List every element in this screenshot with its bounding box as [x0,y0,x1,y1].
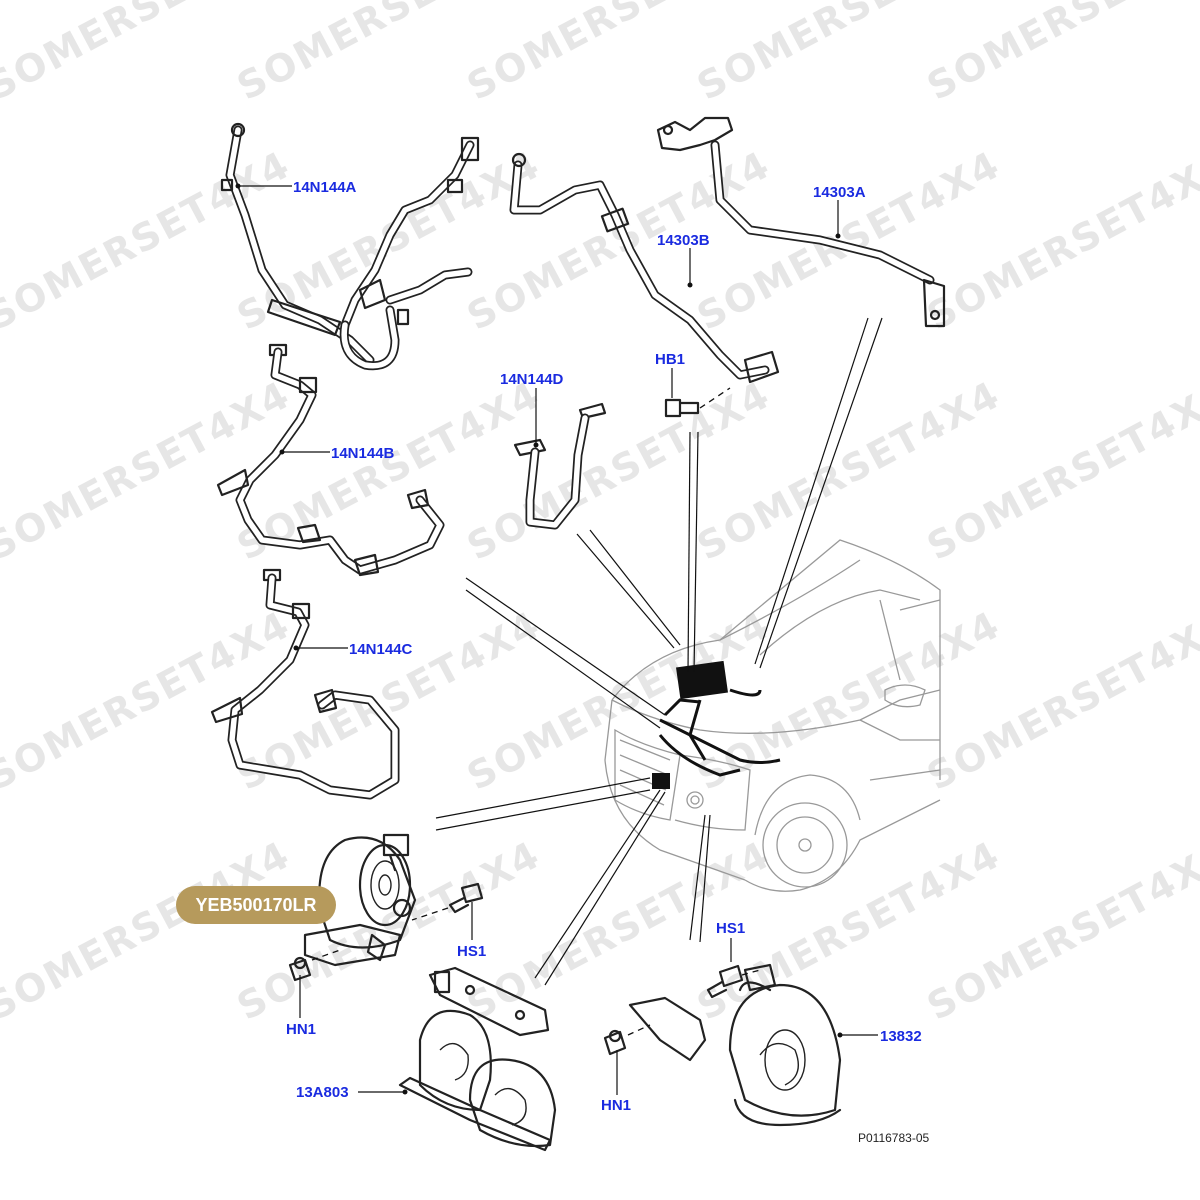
label-14N144B: 14N144B [331,445,395,462]
label-14N144A: 14N144A [293,179,357,196]
vehicle-outline [604,539,941,892]
horn-13832 [628,963,842,1127]
harness-14N144A [220,122,480,371]
callout-leaders [235,183,878,1095]
harness-14N144D [513,402,607,530]
horn-left [303,833,417,967]
harness-14N144C [210,568,400,800]
label-14N144D: 14N144D [500,371,564,388]
nut-HN1-left [288,949,341,982]
nut-HN1-right [603,1024,651,1056]
figure-reference: P0116783-05 [858,1131,930,1145]
label-14303A: 14303A [813,184,866,201]
label-HN1-left: HN1 [286,1021,317,1038]
bolt-HB1 [664,387,731,418]
bolt-HS1-left [411,882,484,921]
label-HB1: HB1 [655,351,686,368]
label-13832: 13832 [880,1028,922,1045]
cable-14303A [656,116,946,328]
part-number-badge[interactable]: YEB500170LR [176,886,336,924]
harness-14N144B [216,343,445,577]
cable-14303B [509,152,780,384]
horn-13A803 [398,966,557,1152]
label-14N144C: 14N144C [349,641,413,658]
label-13A803: 13A803 [296,1084,349,1101]
label-14303B: 14303B [657,232,710,249]
label-HN1-right: HN1 [601,1097,632,1114]
label-HS1-right: HS1 [716,920,746,937]
vehicle-wiring-highlight [652,660,781,789]
bolt-HS1-right [706,964,761,999]
label-HS1-left: HS1 [457,943,487,960]
leader-lines [435,317,883,986]
